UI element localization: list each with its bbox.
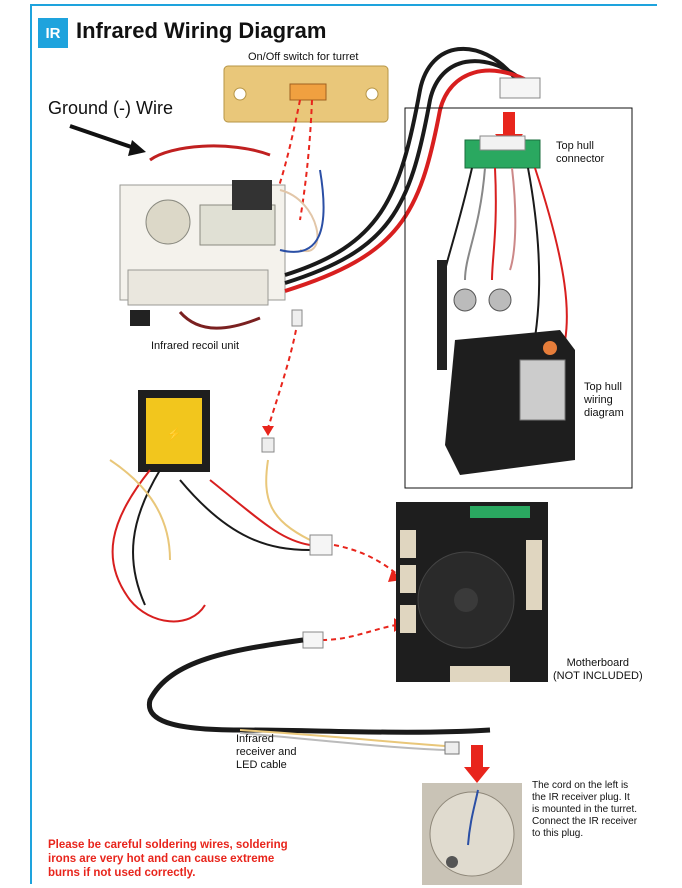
top-hull-connector-label: Top hull connector: [556, 140, 604, 166]
top-hull-wiring-line1: Top hull: [584, 381, 622, 393]
receiver-plug-note-line3: is mounted in the turret.: [532, 804, 638, 815]
diagram-frame: [30, 4, 657, 884]
recoil-unit: [119, 144, 286, 330]
recoil-unit-label: Infrared recoil unit: [151, 340, 240, 352]
motherboard: [396, 502, 548, 682]
receiver-plug-note-line2: the IR receiver plug. It: [532, 792, 630, 803]
top-hull-wiring-line3: diagram: [584, 407, 624, 419]
warning-line2: irons are very hot and can cause extreme: [48, 853, 275, 865]
ir-cable-line3: LED cable: [236, 759, 287, 771]
turret-switch-board: [223, 65, 389, 123]
top-hull-wiring-line2: wiring: [584, 394, 613, 406]
motherboard-line1: Motherboard: [566, 657, 629, 669]
warning-line3: burns if not used correctly.: [48, 867, 196, 879]
ir-badge: IR: [38, 18, 68, 48]
motherboard-line2: (NOT INCLUDED): [553, 670, 643, 682]
page-title: Infrared Wiring Diagram: [76, 18, 327, 43]
high-voltage-symbol: ⚡: [167, 427, 182, 441]
receiver-plug-note-line4: Connect the IR receiver: [532, 816, 638, 827]
ground-wire-label: Ground (-) Wire: [48, 98, 174, 118]
ir-cable-line1: Infrared: [236, 733, 274, 745]
top-hull-wiring-label: Top hull wiring diagram: [584, 381, 624, 420]
ir-cable-line2: receiver and: [236, 746, 297, 758]
receiver-plug-note: The cord on the left is the IR receiver …: [532, 780, 657, 840]
turret-switch-label: On/Off switch for turret: [248, 51, 359, 63]
motherboard-label: Motherboard (NOT INCLUDED): [553, 657, 643, 683]
receiver-plug-note-line5: to this plug.: [532, 828, 584, 839]
top-hull-connector-line1: Top hull: [556, 140, 594, 152]
ir-cable-label: Infrared receiver and LED cable: [236, 733, 297, 772]
receiver-plug-note-line1: The cord on the left is: [532, 780, 629, 791]
warning-line1: Please be careful soldering wires, solde…: [48, 839, 288, 851]
top-hull-connector-line2: connector: [556, 153, 605, 165]
ir-receiver-box: ⚡: [138, 390, 210, 472]
soldering-warning: Please be careful soldering wires, solde…: [48, 838, 308, 880]
